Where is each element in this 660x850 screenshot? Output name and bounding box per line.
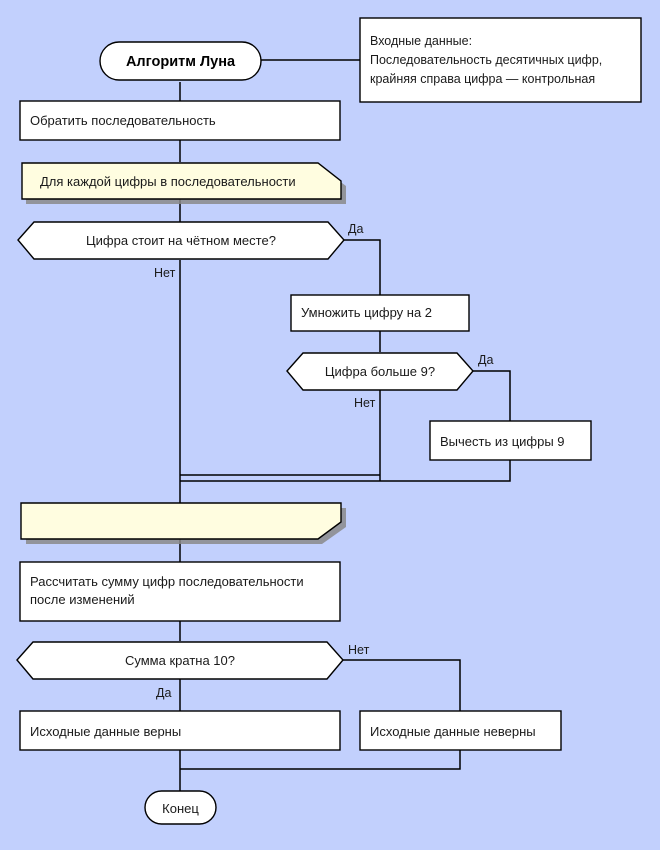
node-reverse-label: Обратить последовательность [30,113,216,128]
node-end[interactable]: Конец [144,790,217,825]
node-sum-label-line1: Рассчитать сумму цифр последовательности [30,574,304,589]
edge-label-even-yes: Да [348,222,363,236]
node-loop-start-label: Для каждой цифры в последовательности [40,174,296,189]
edge-label-gt9-yes: Да [478,353,493,367]
node-multiply-label: Умножить цифру на 2 [301,305,432,320]
edge-label-even-no: Нет [154,266,176,280]
connector-mod10-no-to-invalid [343,659,461,711]
node-end-label: Конец [162,801,199,816]
node-decision-even[interactable]: Цифра стоит на чётном месте? [17,221,345,260]
node-invalid-label: Исходные данные неверны [370,724,536,739]
node-sum[interactable]: Рассчитать сумму цифр последовательности… [19,561,341,622]
note-line-2: Последовательность десятичных цифр, [370,53,602,67]
node-subtract-label: Вычесть из цифры 9 [440,434,565,449]
node-decision-gt9[interactable]: Цифра больше 9? [286,352,474,391]
node-decision-gt9-label: Цифра больше 9? [325,364,435,379]
edge-label-gt9-no: Нет [354,396,376,410]
edge-label-mod10-no: Нет [348,643,370,657]
node-multiply[interactable]: Умножить цифру на 2 [290,294,470,332]
node-decision-even-label: Цифра стоит на чётном месте? [86,233,276,248]
node-invalid[interactable]: Исходные данные неверны [359,710,562,751]
connector-gt9-yes-to-subtract [473,370,511,421]
node-reverse[interactable]: Обратить последовательность [19,100,341,141]
node-sum-label-line2: после изменений [30,592,135,607]
connector-subtract-to-merge [180,460,511,482]
node-subtract[interactable]: Вычесть из цифры 9 [429,420,592,461]
note-line-3: крайняя справа цифра — контрольная [370,72,595,86]
connector-invalid-to-end [180,750,461,770]
note-line-1: Входные данные: [370,34,472,48]
note-box: Входные данные: Последовательность десят… [359,17,642,103]
node-valid[interactable]: Исходные данные верны [19,710,341,751]
node-loop-end[interactable] [20,502,346,544]
node-start[interactable]: Алгоритм Луна [99,41,262,81]
node-start-label: Алгоритм Луна [126,54,236,70]
node-loop-start[interactable]: Для каждой цифры в последовательности [21,162,346,204]
node-decision-mod10-label: Сумма кратна 10? [125,653,235,668]
edge-label-mod10-yes: Да [156,686,171,700]
node-decision-mod10[interactable]: Сумма кратна 10? [16,641,344,680]
node-valid-label: Исходные данные верны [30,724,181,739]
connector-even-yes-to-multiply [344,239,381,295]
